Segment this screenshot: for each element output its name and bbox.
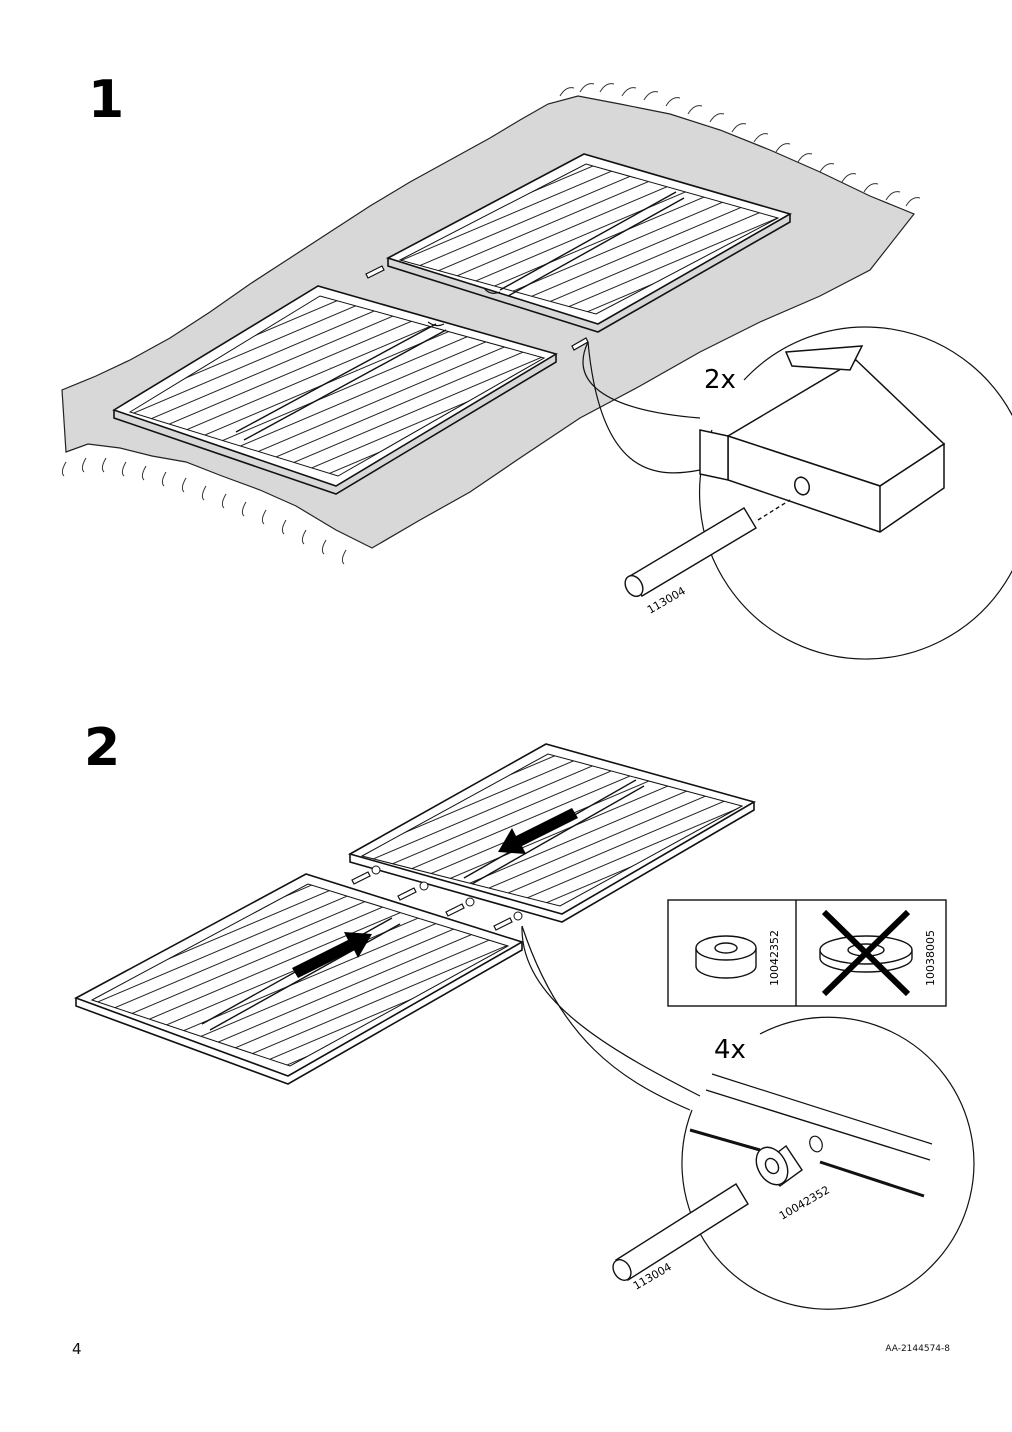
page-number: 4 xyxy=(72,1340,82,1358)
carpet-fringe-top xyxy=(559,83,921,207)
dowel-icon xyxy=(612,1183,749,1281)
wrong-part-number: 10038005 xyxy=(924,930,937,986)
correct-part-number: 10042352 xyxy=(768,930,781,986)
step-1-number: 1 xyxy=(88,70,124,130)
part-comparison-box: 10042352 10038005 xyxy=(667,899,947,1007)
dowel-icon xyxy=(351,871,513,931)
spacer-icon xyxy=(371,865,523,921)
panel-icon xyxy=(74,873,524,1085)
spacer-icon xyxy=(695,935,757,979)
spacer-icon xyxy=(755,1144,803,1187)
washer-crossed-icon xyxy=(819,909,913,997)
callout-pointer xyxy=(582,341,701,419)
part-number-spacer: 10042352 xyxy=(777,1183,832,1222)
panel-icon xyxy=(112,285,558,495)
quantity-label: 4x xyxy=(714,1035,746,1065)
carpet-fringe-bottom xyxy=(61,457,347,565)
arrow-icon xyxy=(292,932,372,978)
board-detail xyxy=(699,345,946,533)
panel-icon xyxy=(385,153,793,333)
step-1-scene: 2x 113004 xyxy=(61,83,1012,660)
quantity-label: 2x xyxy=(704,365,736,395)
step-2-scene: 10042352 10038005 xyxy=(74,743,975,1310)
dowel-icon xyxy=(624,499,791,598)
board-detail xyxy=(689,1073,933,1198)
callout-pointer xyxy=(521,925,701,1097)
step-2-number: 2 xyxy=(84,718,120,778)
arrow-icon xyxy=(498,808,578,854)
document-id: AA-2144574-8 xyxy=(885,1344,950,1354)
